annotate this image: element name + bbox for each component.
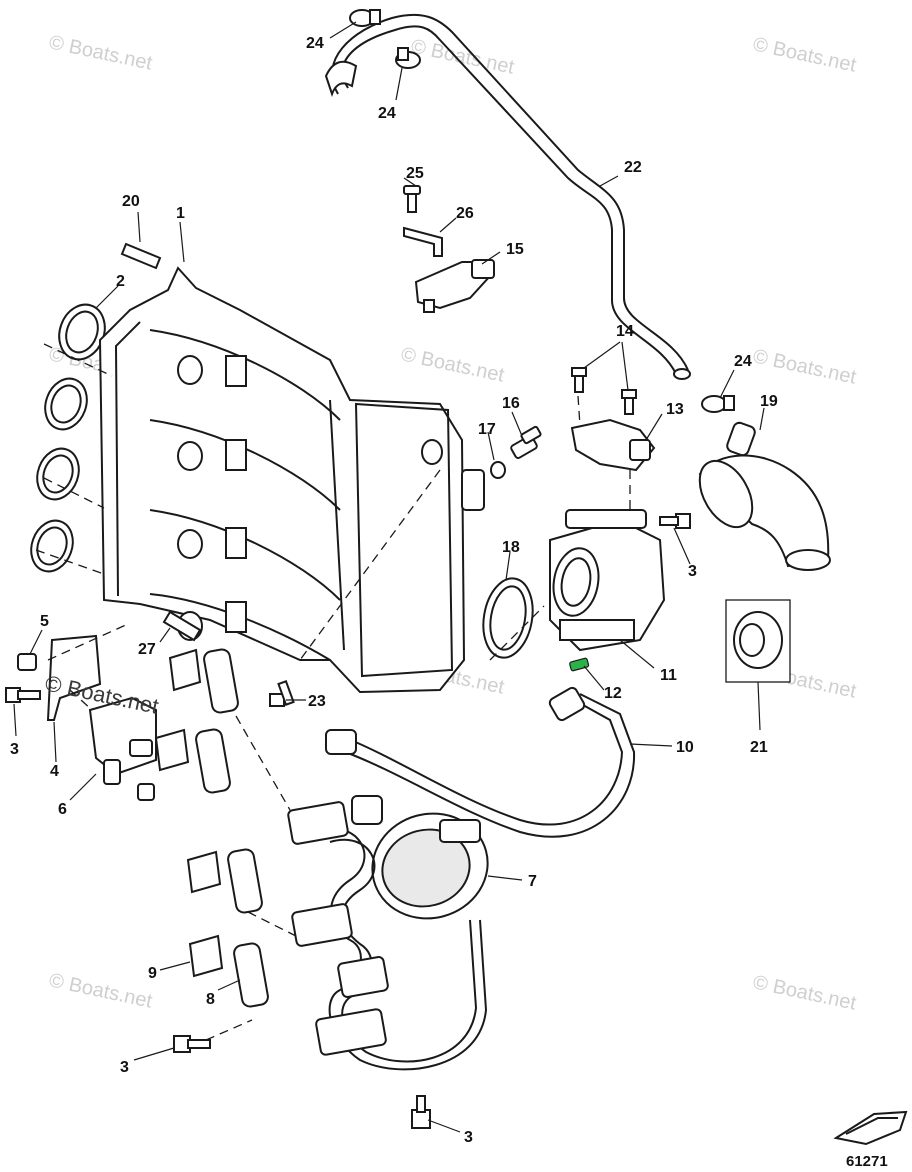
gasket: [58, 303, 106, 361]
temperature-sensor: [510, 425, 542, 459]
callout-label: 17: [478, 421, 496, 438]
stud: [120, 242, 162, 270]
clip: [186, 850, 222, 894]
throttle-body: [549, 509, 666, 652]
gasket: [30, 519, 74, 573]
callout-label: 11: [660, 667, 677, 684]
fuel-injector: [233, 942, 269, 1008]
callout-label: 4: [50, 763, 59, 780]
figure-number: 61271: [846, 1153, 888, 1170]
sensor-bracket: [403, 226, 443, 257]
callout-label: 1: [176, 205, 185, 222]
callout-label: 19: [760, 393, 778, 410]
map-sensor: [414, 259, 495, 313]
watermark: © Boats.net: [751, 345, 859, 388]
clip: [168, 648, 202, 692]
screw: [269, 680, 295, 707]
callout-label: 22: [624, 159, 642, 176]
green-screw: [569, 657, 590, 672]
callout-label: 5: [40, 613, 49, 630]
callout-label: 16: [502, 395, 520, 412]
callout-label: 24: [734, 353, 752, 370]
bracket: [46, 634, 102, 721]
callouts: 24 24 22 25 26 15 20 1 2 14 24 13 19 16 …: [10, 35, 778, 1146]
gasket: [36, 447, 80, 501]
watermark: © Boats.net: [399, 343, 507, 386]
hose-clamp: [701, 395, 735, 413]
air-inlet-elbow: [698, 421, 831, 571]
watermark: © Boats.net: [751, 971, 859, 1014]
screw: [621, 389, 637, 415]
callout-label: 6: [58, 801, 67, 818]
fuel-injector: [227, 848, 263, 914]
callout-label: 7: [528, 873, 537, 890]
bolt: [659, 513, 691, 529]
callout-label: 13: [666, 401, 684, 418]
callout-label: 23: [308, 693, 326, 710]
callout-label: 20: [122, 193, 140, 210]
throttle-position-sensor: [570, 418, 656, 472]
bolt: [173, 1035, 211, 1053]
callout-label: 15: [506, 241, 524, 258]
hose-clamp: [395, 47, 421, 69]
nut: [17, 653, 37, 671]
callout-label: 3: [688, 563, 697, 580]
boat-icon: [833, 1110, 908, 1146]
fuel-pressure-regulator: [88, 696, 157, 801]
callout-label: 12: [604, 685, 622, 702]
callout-label: 9: [148, 965, 157, 982]
vent-hose: [324, 13, 691, 380]
clip: [154, 728, 190, 772]
fuel-injector: [203, 648, 239, 714]
callout-label: 25: [406, 165, 424, 182]
gasket: [44, 377, 88, 431]
bolt: [5, 687, 41, 703]
screw: [571, 367, 587, 393]
callout-label: 3: [464, 1129, 473, 1146]
callout-label: 10: [676, 739, 694, 756]
callout-label: 24: [306, 35, 324, 52]
fuel-injector: [195, 728, 231, 794]
watermark: © Boats.net: [47, 31, 155, 74]
sensor-screw: [403, 185, 421, 213]
fuel-rail-assembly: [287, 795, 489, 1071]
stud: [162, 610, 202, 642]
intake-manifold: [98, 266, 485, 694]
leader-lines: [13, 21, 765, 1133]
assembly-lines: [35, 343, 631, 1041]
callout-label: 14: [616, 323, 634, 340]
callout-label: 8: [206, 991, 215, 1008]
callout-label: 2: [116, 273, 125, 290]
callout-label: 24: [378, 105, 396, 122]
watermark: © Boats.net: [751, 33, 859, 76]
watermark: © Boats.net: [47, 969, 155, 1012]
callout-label: 3: [10, 741, 19, 758]
callout-label: 21: [750, 739, 768, 756]
callout-label: 26: [456, 205, 474, 222]
throttle-body-gasket: [482, 577, 534, 659]
inset-seal: [725, 599, 791, 683]
watermark: © Boats.net: [409, 35, 517, 78]
bolt: [411, 1095, 431, 1129]
o-ring: [490, 461, 506, 479]
fuel-line: [325, 686, 636, 838]
callout-label: 18: [502, 539, 520, 556]
callout-label: 27: [138, 641, 156, 658]
callout-label: 3: [120, 1059, 129, 1076]
clip: [188, 934, 224, 978]
